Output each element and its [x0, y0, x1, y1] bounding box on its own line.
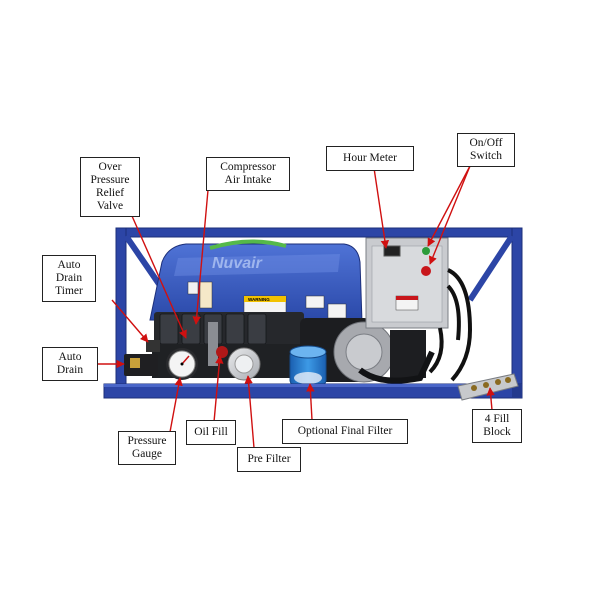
frame-top-rail — [119, 227, 523, 238]
pre-filter — [227, 347, 261, 381]
final-filter — [289, 345, 327, 387]
fill-block — [457, 373, 519, 401]
leader-over-pressure — [131, 215, 187, 339]
switch-red-button — [421, 266, 431, 276]
label-auto-drain-timer: Auto Drain Timer — [42, 255, 96, 302]
oil-fill-cap — [216, 346, 228, 358]
leader-fill-block — [486, 387, 495, 411]
label-oil-fill: Oil Fill — [186, 420, 236, 445]
warning-labels: WARNING — [187, 281, 347, 319]
frame-brace — [467, 234, 515, 302]
label-optional-final-filter: Optional Final Filter — [282, 419, 408, 444]
label-on-off-switch: On/Off Switch — [457, 133, 515, 167]
frame-right-post — [511, 227, 523, 397]
label-over-pressure-relief-valve: Over Pressure Relief Valve — [80, 157, 140, 217]
label-auto-drain: Auto Drain — [42, 347, 98, 381]
label-pre-filter: Pre Filter — [237, 447, 301, 472]
leader-final-filter — [306, 383, 315, 421]
label-hour-meter: Hour Meter — [326, 146, 414, 171]
leader-switch-green — [427, 165, 471, 247]
switch-green-button — [422, 247, 430, 255]
leader-oil-fill — [213, 355, 224, 423]
frame — [115, 227, 523, 397]
leader-switch-red — [428, 165, 471, 265]
brand-logo-text: Nuvair — [212, 255, 263, 272]
warning-label-text: WARNING — [248, 297, 270, 302]
leader-drain-timer — [111, 299, 149, 343]
control-box — [365, 237, 449, 329]
leader-pressure-gauge — [169, 377, 183, 433]
label-pressure-gauge: Pressure Gauge — [118, 431, 176, 465]
leader-lines — [98, 165, 495, 449]
cables — [428, 268, 473, 382]
leader-hour-meter — [373, 167, 390, 249]
shroud-highlight — [174, 254, 340, 276]
label-compressor-air-intake: Compressor Air Intake — [206, 157, 290, 191]
label-4-fill-block: 4 Fill Block — [472, 409, 522, 443]
auto-drain-assembly — [124, 340, 160, 376]
pressure-gauge — [166, 348, 198, 380]
leader-pre-filter — [244, 375, 255, 449]
hour-meter-display — [383, 245, 401, 257]
nuvair-logo: Nuvair — [209, 239, 287, 272]
leader-air-intake — [192, 189, 209, 325]
